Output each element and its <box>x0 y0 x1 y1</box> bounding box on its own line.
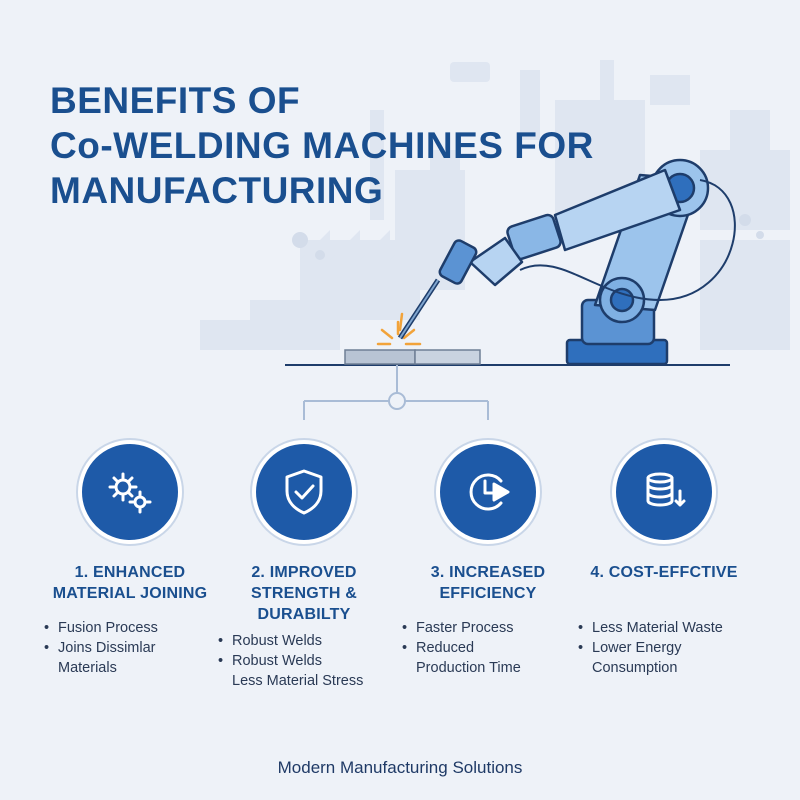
benefit-card-4: 4. COST-EFFCTIVE Less Material Waste Low… <box>574 440 754 678</box>
title-line-2: Co-WELDING MACHINES FOR <box>50 125 594 166</box>
gears-icon <box>108 472 152 514</box>
benefit-heading: 3. INCREASED EFFICIENCY <box>430 564 546 602</box>
title-line-3: MANUFACTURING <box>50 170 384 211</box>
title-line-1: BENEFITS OF <box>50 80 301 121</box>
bullet-item: Fusion Process <box>40 618 220 638</box>
benefit-heading: 2. IMPROVED STRENGTH & DURABILTY <box>251 564 357 623</box>
benefit-heading: 1. ENHANCED MATERIAL JOINING <box>52 564 208 602</box>
connector-lines <box>303 365 489 420</box>
benefit-card-2: 2. IMPROVED STRENGTH & DURABILTY Robust … <box>214 440 394 691</box>
footer-tagline: Modern Manufacturing Solutions <box>277 758 523 777</box>
benefit-icon-circle <box>436 440 540 544</box>
benefit-icon-circle <box>612 440 716 544</box>
bullet-item: Robust Welds <box>214 631 394 651</box>
benefit-icon-circle <box>78 440 182 544</box>
benefit-card-1: 1. ENHANCED MATERIAL JOINING Fusion Proc… <box>40 440 220 678</box>
benefit-icon-circle <box>252 440 356 544</box>
shield-check-icon <box>285 469 323 515</box>
cable-icon <box>519 179 736 302</box>
bullet-item: Faster Process <box>398 618 578 638</box>
benefit-card-3: 3. INCREASED EFFICIENCY Faster Process R… <box>398 440 578 678</box>
workpiece-icon <box>344 349 481 365</box>
clock-play-icon <box>469 473 510 511</box>
bullet-item: Less Material Waste <box>574 618 754 638</box>
coin-stack-icon <box>646 472 686 507</box>
factory-dots <box>292 214 764 260</box>
robot-welding-illustration <box>200 60 790 420</box>
robot-arm-icon <box>397 158 710 366</box>
benefit-heading: 4. COST-EFFCTIVE <box>590 564 738 581</box>
spark-icon <box>376 312 422 346</box>
page-title: BENEFITS OF Co-WELDING MACHINES FOR MANU… <box>50 78 594 213</box>
benefit-bullets: Less Material Waste Lower EnergyConsumpt… <box>574 618 754 678</box>
